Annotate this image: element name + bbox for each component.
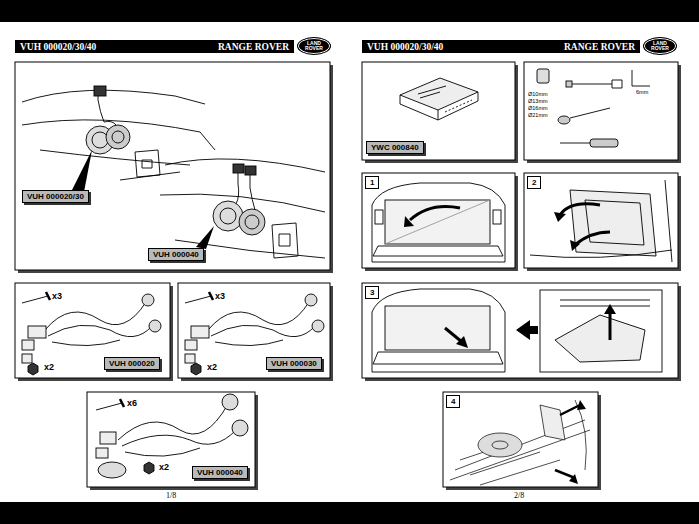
box-label: YWC 000840 xyxy=(371,143,419,152)
dimension: 6mm xyxy=(636,89,648,95)
step-number: 2 xyxy=(527,176,541,189)
quantity: x6 xyxy=(127,398,137,408)
dimension: Ø10mm xyxy=(528,91,548,97)
quantity: x3 xyxy=(52,291,62,301)
quantity: x2 xyxy=(44,362,54,372)
header-text: VUH 000020/30/40 xyxy=(367,42,443,52)
part-number-tag: VUH 000020/30 xyxy=(22,190,89,203)
header-band: VUH 000020/30/40 RANGE ROVER xyxy=(362,40,640,53)
part-number-tag: VUH 000020 xyxy=(104,357,160,370)
part-number-tag: VUH 000040 xyxy=(148,248,204,261)
dimension: Ø13mm xyxy=(528,98,548,104)
step-number: 4 xyxy=(446,395,460,408)
quantity: x3 xyxy=(215,291,225,301)
dimension: Ø16mm xyxy=(528,105,548,111)
step-number: 1 xyxy=(365,176,379,189)
box-label: 2 xyxy=(532,178,536,187)
quantity: x2 xyxy=(207,362,217,372)
box-label: VUH 000040 xyxy=(197,468,243,477)
dimension: Ø21mm xyxy=(528,112,548,118)
brand-logo: LAND ROVER xyxy=(643,37,677,55)
step-number: 3 xyxy=(365,286,379,299)
box-label: 1 xyxy=(370,178,374,187)
box-label: VUH 000020 xyxy=(109,359,155,368)
page-number: 1/8 xyxy=(166,491,176,500)
box-label: VUH 000040 xyxy=(153,250,199,259)
quantity: x2 xyxy=(159,462,169,472)
box-label: 3 xyxy=(370,288,374,297)
part-number-tag: YWC 000840 xyxy=(366,141,424,154)
header-text: VUH 000020/30/40 xyxy=(20,42,96,52)
logo-text: LAND ROVER xyxy=(649,41,671,51)
box-label: VUH 000030 xyxy=(271,359,317,368)
page-number: 2/8 xyxy=(514,491,524,500)
header-text: RANGE ROVER xyxy=(564,42,635,52)
box-label: VUH 000020/30 xyxy=(27,192,84,201)
header-text: RANGE ROVER xyxy=(218,42,289,52)
part-number-tag: VUH 000040 xyxy=(192,466,248,479)
logo-text: LAND ROVER xyxy=(303,41,325,51)
header-band: VUH 000020/30/40 RANGE ROVER xyxy=(15,40,294,53)
box-label: 4 xyxy=(451,397,455,406)
brand-logo: LAND ROVER xyxy=(297,37,331,55)
part-number-tag: VUH 000030 xyxy=(266,357,322,370)
